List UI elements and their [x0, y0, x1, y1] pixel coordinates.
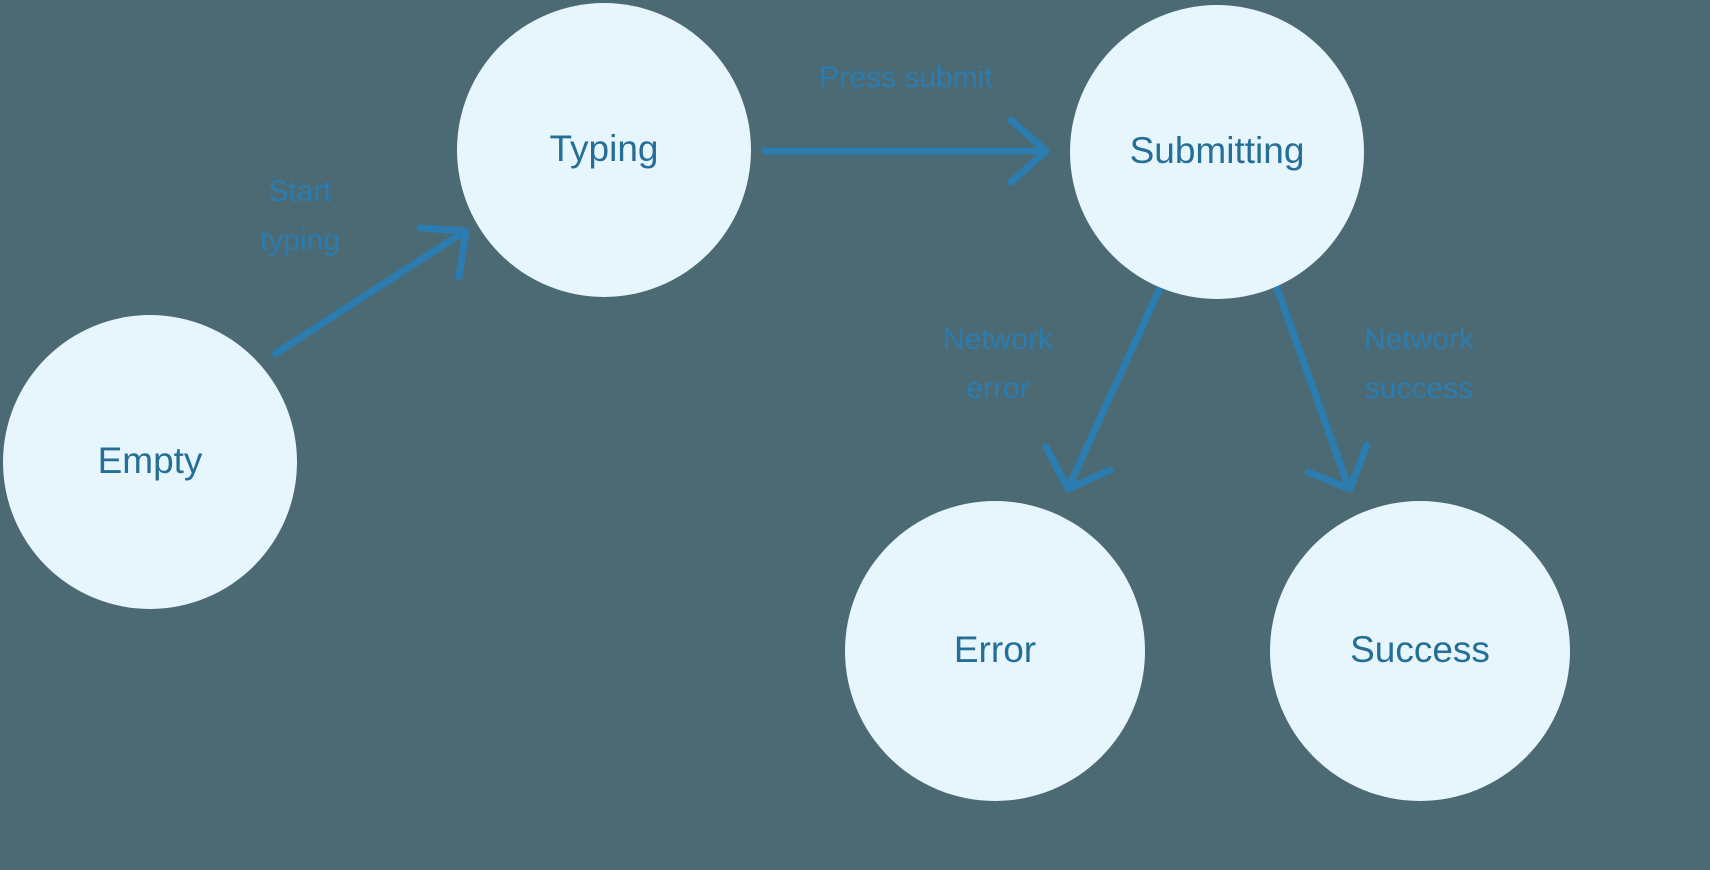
node-error[interactable]: Error [845, 501, 1145, 801]
node-error-circle[interactable] [845, 501, 1145, 801]
edge-submitting-to-error-line [1066, 284, 1164, 488]
edge-typing-to-submitting-arrowhead [1007, 116, 1050, 186]
edge-label-network-success: Network success [1364, 323, 1475, 405]
edge-label-network-success-line-2: success [1365, 372, 1473, 405]
edge-label-start-typing-line-2: typing [260, 224, 340, 257]
edge-label-network-error-line-1: Network [943, 323, 1054, 356]
node-typing[interactable]: Typing [457, 3, 751, 297]
edge-typing-to-submitting [761, 116, 1050, 186]
edge-label-press-submit: Press submit [819, 61, 993, 94]
edge-submitting-to-success-line [1273, 284, 1351, 487]
edge-submitting-to-error-arrowhead [1042, 443, 1114, 493]
edge-empty-to-typing-line [271, 229, 466, 358]
node-empty[interactable]: Empty [3, 315, 297, 609]
node-submitting[interactable]: Submitting [1070, 5, 1364, 299]
node-empty-circle[interactable] [3, 315, 297, 609]
node-error-label: Error [954, 629, 1036, 670]
node-success[interactable]: Success [1270, 501, 1570, 801]
node-success-label: Success [1350, 629, 1490, 670]
edge-label-start-typing-line-1: Start [268, 175, 332, 208]
node-empty-label: Empty [98, 440, 203, 481]
edge-submitting-to-success-arrowhead [1304, 441, 1371, 493]
edge-submitting-to-error [1042, 284, 1164, 493]
edge-label-network-error: Network error [943, 323, 1054, 405]
node-typing-circle[interactable] [457, 3, 751, 297]
edge-label-start-typing: Start typing [260, 175, 340, 257]
edge-submitting-to-success [1273, 284, 1371, 493]
edge-empty-to-typing [271, 224, 470, 358]
edge-label-network-error-line-2: error [966, 372, 1029, 405]
edge-label-press-submit-line-1: Press submit [819, 61, 993, 94]
edge-label-network-success-line-1: Network [1364, 323, 1475, 356]
edge-empty-to-typing-arrowhead [416, 224, 470, 281]
node-typing-label: Typing [549, 128, 658, 169]
node-submitting-circle[interactable] [1070, 5, 1364, 299]
node-success-circle[interactable] [1270, 501, 1570, 801]
node-submitting-label: Submitting [1130, 130, 1305, 171]
